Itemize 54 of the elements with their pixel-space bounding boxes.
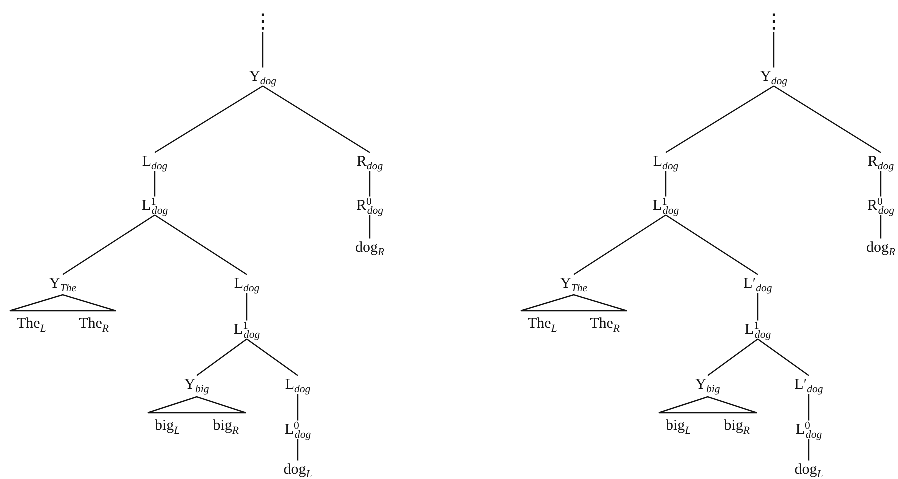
tree-node-label: L′$_{dog}$ [744,276,772,292]
tree-node-label: L$_{dog}$ [653,154,679,170]
tree-branch [154,214,248,276]
leaf-label: big$_{L}$ [666,418,692,434]
leaf-label: big$_{L}$ [155,418,180,434]
tree-node-label: R$_{dog}$ [356,154,384,170]
tree-branch [62,214,156,276]
tree-branch [369,171,371,197]
tree-branch [666,86,774,154]
tree-node-label: dog$_{L}$ [794,462,824,478]
tree-branch [665,171,667,197]
tree-branch [758,338,810,376]
tree-node-label: dog$_{L}$ [284,462,312,478]
tree-node-label: R$_{dog}$ [868,154,894,170]
tree-node-label: dog$_{R}$ [866,240,896,256]
tree-node-label: L′$_{dog}$ [794,376,824,394]
tree-node-label: Y$_{The}$ [49,276,77,292]
leaf-label: The$_{R}$ [79,316,109,332]
tree-branch [666,214,758,276]
tree-branch [297,394,299,421]
tree-node-label: dog$_{R}$ [355,240,385,256]
leaf-label: The$_{L}$ [17,316,46,332]
tree-branch [246,338,298,376]
tree-branch [708,338,758,376]
tree-node-label: Y$_{dog}$ [249,68,277,86]
leaf-label: The$_{L}$ [528,316,558,332]
tree-branch [154,86,264,154]
tree-branch [154,171,156,197]
tree-node-label: L$_{dog}$ [142,154,168,170]
tree-branch [774,86,882,154]
leaf-label: big$_{R}$ [213,418,239,434]
tree-branch [880,215,882,239]
tree-branch [773,32,775,68]
ellipsis-dots: ⋮ [253,11,273,31]
tree-branch [262,32,264,68]
tree-branch [757,293,759,321]
tree-branch [574,214,666,276]
tree-branch [246,293,248,321]
tree-branch [196,338,248,376]
leaf-label: big$_{R}$ [724,418,750,434]
ellipsis-dots: ⋮ [764,11,784,31]
tree-node-label: Y$_{big}$ [184,376,210,394]
tree-node-label: Y$_{big}$ [696,376,720,394]
tree-branch [808,439,810,461]
tree-branch [262,86,370,154]
leaf-label: The$_{R}$ [590,316,620,332]
tree-node-label: L$_{dog}$ [234,276,260,292]
tree-node-label: L$_{dog}$ [285,376,311,394]
tree-node-label: Y$_{dog}$ [760,68,788,86]
tree-branch [808,394,810,421]
tree-branch [880,171,882,197]
tree-node-label: Y$_{The}$ [560,276,588,292]
tree-branch [297,439,299,461]
tree-branch [369,215,371,239]
